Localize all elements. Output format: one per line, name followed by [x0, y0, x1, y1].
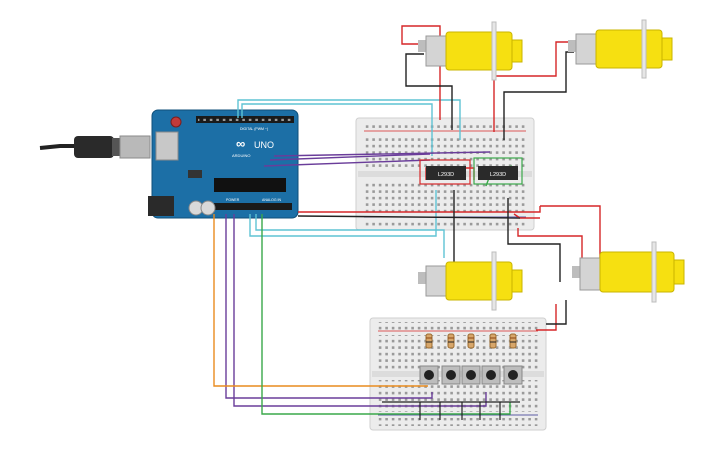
digital-pwm-label: DIGITAL (PWM ~): [240, 127, 268, 131]
driver-2-label: L293D: [490, 172, 506, 178]
power-rail-top: [364, 122, 526, 130]
wires-purple: [225, 151, 491, 407]
power-label: POWER: [226, 198, 240, 202]
ground-jumpers: [382, 401, 520, 420]
resistor-4: [489, 333, 497, 349]
gear-motor-1: [418, 21, 523, 81]
motor-driver-2: L293D: [473, 157, 523, 185]
atmega-chip: [214, 178, 286, 192]
power-jack: [148, 196, 174, 216]
terminal-strip-upper: [364, 135, 526, 169]
push-button-4: [481, 365, 501, 385]
resistors: [425, 333, 517, 349]
reset-button: [170, 116, 182, 128]
resistor-3: [467, 333, 475, 349]
push-button-1: [419, 365, 439, 385]
resistor-1: [425, 333, 433, 349]
power-rail-bottom: [364, 219, 526, 227]
wires-cyan: [237, 99, 461, 258]
usb-port: [155, 131, 179, 161]
resistor-2: [447, 333, 455, 349]
wires-black: [297, 51, 574, 325]
voltage-regulator: [188, 170, 202, 178]
arduino-brand-text: ARDUINO: [232, 153, 250, 158]
gear-motor-3: [418, 251, 523, 311]
power-rail-top-2: [378, 322, 538, 330]
push-buttons: [419, 365, 523, 385]
arduino-model-text: UNO: [254, 140, 274, 150]
gear-motor-4: [572, 241, 685, 303]
push-button-2: [441, 365, 461, 385]
push-button-5: [503, 365, 523, 385]
resistor-5: [509, 333, 517, 349]
wires-orange: [213, 214, 428, 387]
push-button-3: [461, 365, 481, 385]
usb-cable: [39, 135, 151, 159]
capacitor-2: [200, 200, 216, 216]
motor-driver-1: L293D: [419, 159, 471, 185]
analog-in-label: ANALOG IN: [262, 198, 282, 202]
arduino-uno-board: ∞ ARDUINO UNO DIGITAL (PWM ~) POWER ANAL…: [148, 109, 299, 219]
driver-1-label: L293D: [438, 172, 454, 178]
arduino-logo: ∞: [236, 136, 245, 151]
power-analog-header: [214, 203, 292, 210]
power-rail-bottom-2: [378, 418, 538, 426]
terminal-strip-lower-2: [378, 380, 538, 412]
terminal-strip-lower: [364, 180, 526, 214]
gear-motor-2: [568, 19, 673, 79]
